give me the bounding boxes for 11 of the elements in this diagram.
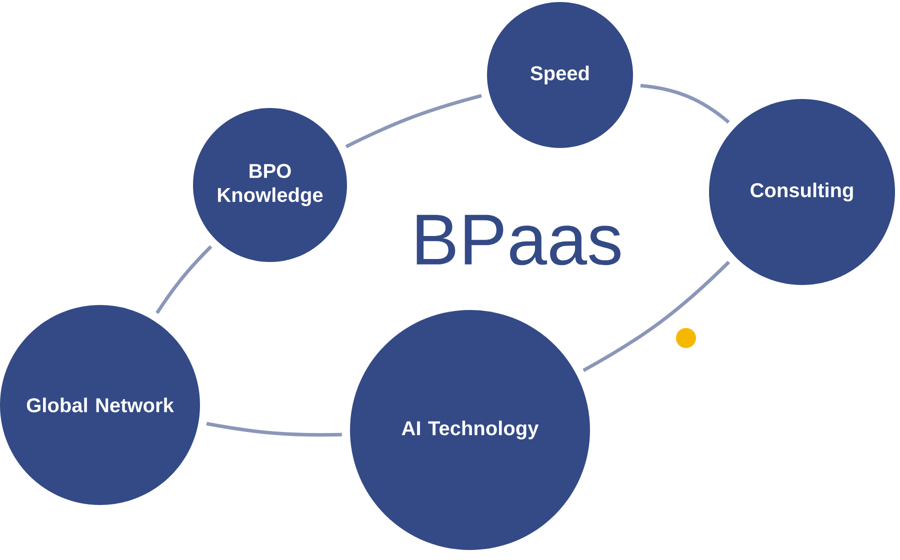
connector-line: [640, 84, 730, 124]
circle-node: Global Network: [0, 305, 200, 505]
circle-node: Consulting: [709, 99, 895, 285]
connector-line: [206, 422, 342, 437]
circle-node: AI Technology: [350, 310, 590, 550]
circle-node: Speed: [487, 2, 633, 148]
title: BPaas: [416, 214, 620, 266]
connector-line: [156, 245, 212, 314]
circle-node: BPO Knowledge: [193, 108, 347, 262]
connector-line: [582, 260, 730, 372]
connector-line: [345, 94, 482, 148]
